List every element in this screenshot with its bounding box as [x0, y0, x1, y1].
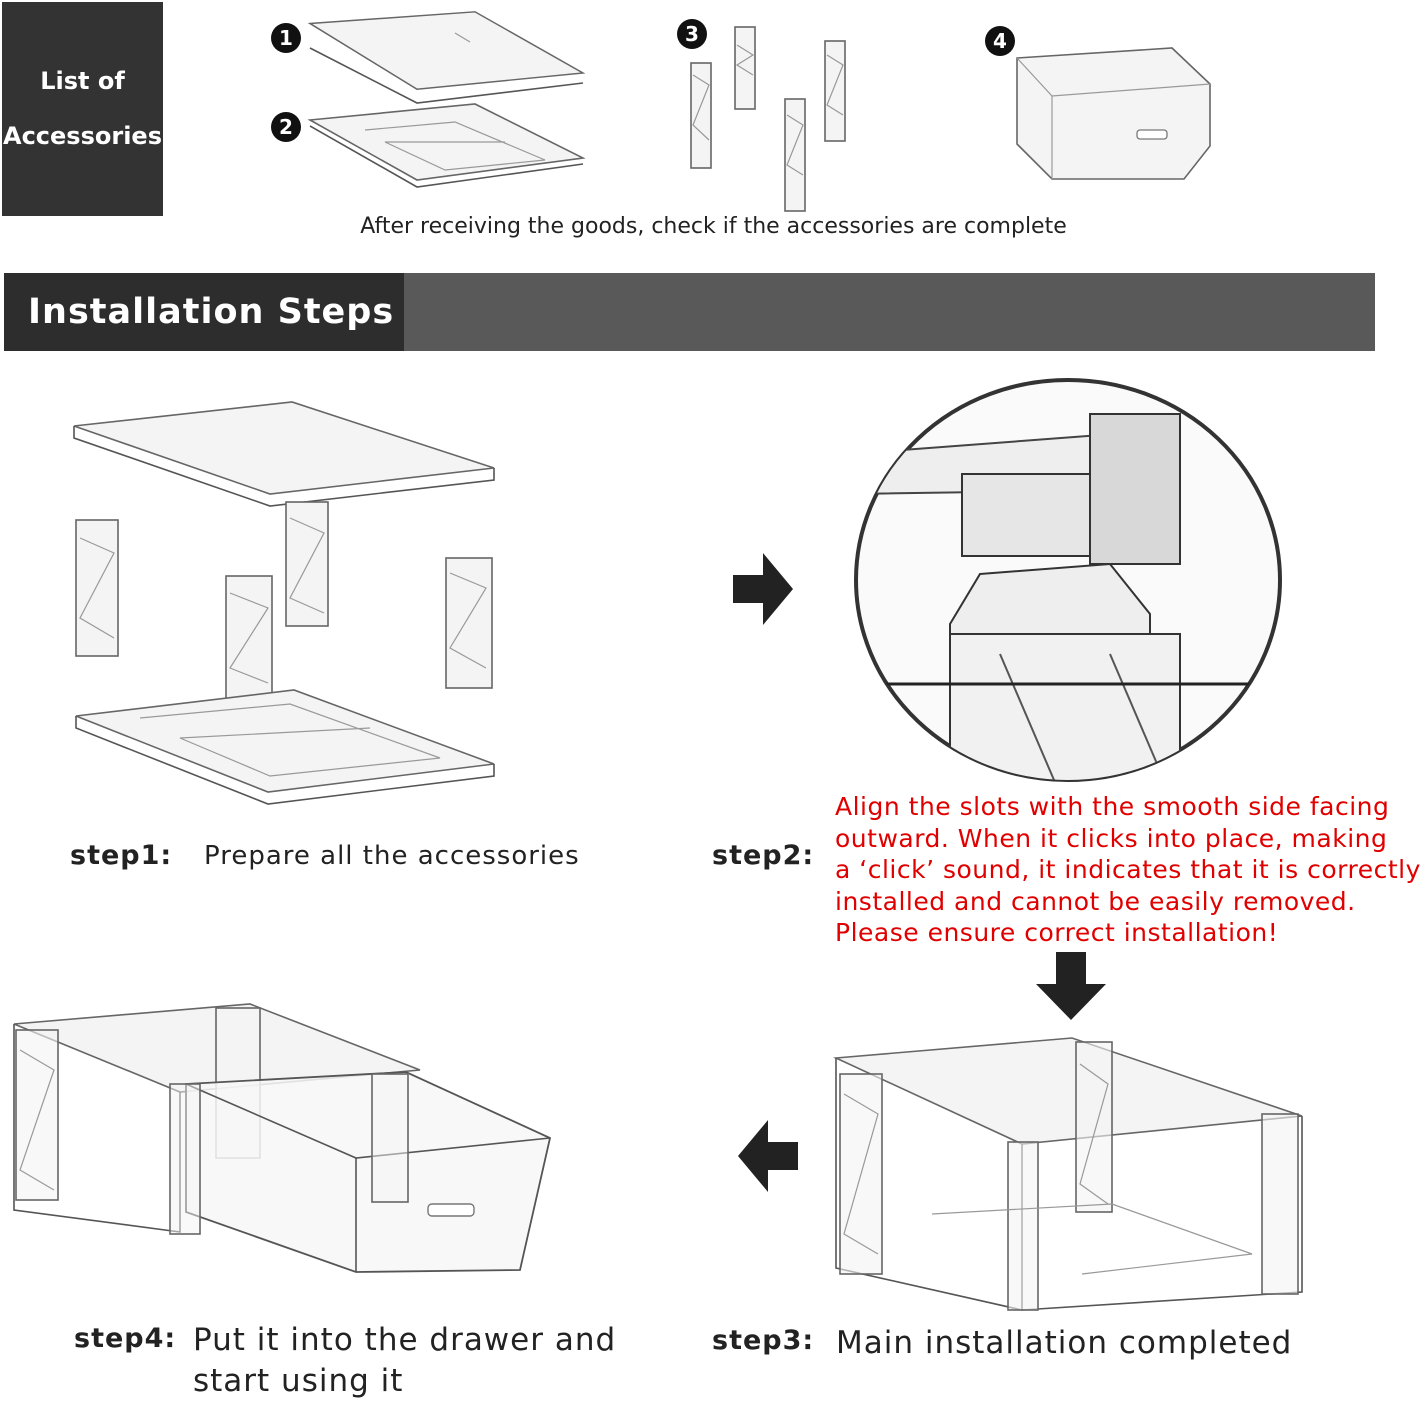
- installation-banner-title: Installation Steps: [4, 273, 404, 351]
- bottom-panel-illustration: [307, 103, 586, 188]
- step2-line-4: installed and cannot be easily removed.: [835, 886, 1356, 916]
- step4-line-1: Put it into the drawer and: [193, 1322, 617, 1358]
- top-panel-illustration: [307, 11, 586, 104]
- step2-label: step2:: [712, 840, 815, 871]
- arrow-right-icon: [733, 553, 793, 625]
- arrow-down-icon: [1036, 952, 1106, 1020]
- accessories-title-line2: Accessories: [3, 122, 162, 150]
- accessories-title-box: List of Accessories: [2, 2, 163, 216]
- step3-label: step3:: [712, 1325, 815, 1356]
- step4-text: Put it into the drawer and start using i…: [193, 1320, 616, 1402]
- marker-2: 2: [271, 112, 301, 142]
- step2-line-5: Please ensure correct installation!: [835, 918, 1279, 947]
- step2-line-3: a ‘click’ sound, it indicates that it is…: [835, 855, 1421, 884]
- drawer-box-illustration: [1016, 47, 1211, 180]
- marker-1: 1: [271, 23, 301, 53]
- accessories-title-line1: List of: [40, 67, 125, 95]
- marker-4: 4: [985, 26, 1015, 56]
- step2-line-2: outward. When it clicks into place, maki…: [835, 823, 1388, 853]
- step4-line-2: start using it: [193, 1363, 404, 1399]
- step4-label: step4:: [74, 1323, 177, 1354]
- side-connectors-illustration: [690, 26, 846, 212]
- marker-3: 3: [677, 19, 707, 49]
- step1-text: Prepare all the accessories: [204, 841, 580, 871]
- step2-line-1: Align the slots with the smooth side fac…: [835, 792, 1390, 821]
- step1-label: step1:: [70, 840, 173, 871]
- step2-detail-circle-illustration: [854, 378, 1282, 782]
- arrow-left-icon: [738, 1120, 798, 1192]
- step3-text: Main installation completed: [836, 1325, 1293, 1361]
- step1-exploded-parts-illustration: [73, 401, 495, 805]
- step2-warning-text: Align the slots with the smooth side fac…: [835, 791, 1421, 949]
- step4-drawer-in-use-illustration: [13, 1003, 552, 1273]
- step3-assembled-unit-illustration: [832, 1037, 1303, 1311]
- accessories-note: After receiving the goods, check if the …: [360, 214, 1067, 239]
